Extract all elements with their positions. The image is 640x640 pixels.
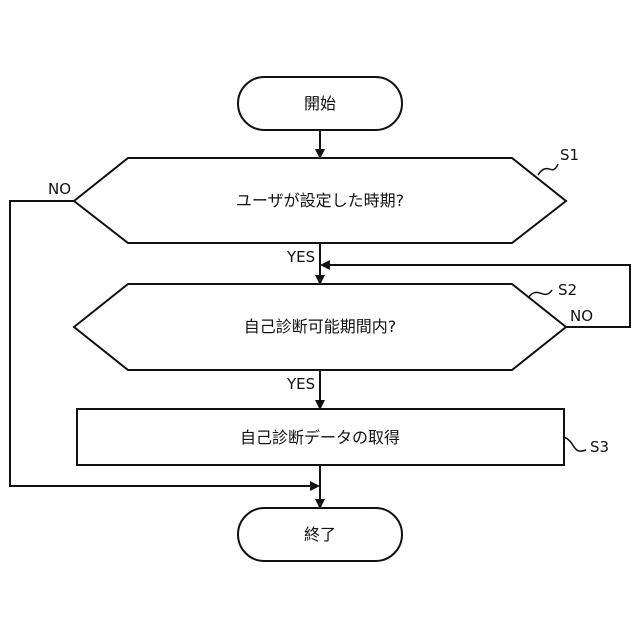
start-label: 開始 bbox=[304, 94, 336, 113]
decision1-node: ユーザが設定した時期? bbox=[74, 158, 566, 243]
yes-label-1: YES bbox=[286, 248, 315, 266]
no-label-1: NO bbox=[48, 180, 71, 198]
step-label-s1: S1 bbox=[560, 146, 579, 164]
start-node: 開始 bbox=[238, 77, 402, 130]
s1-leader bbox=[538, 164, 558, 175]
end-label: 終了 bbox=[304, 525, 336, 544]
step-label-s3: S3 bbox=[590, 438, 609, 456]
process-label: 自己診断データの取得 bbox=[240, 428, 400, 447]
yes-label-2: YES bbox=[286, 375, 315, 393]
end-node: 終了 bbox=[238, 508, 402, 561]
s2-leader bbox=[528, 290, 552, 298]
step-label-s2: S2 bbox=[558, 281, 577, 299]
s3-leader bbox=[564, 437, 586, 451]
no-label-2: NO bbox=[570, 307, 593, 325]
decision1-label: ユーザが設定した時期? bbox=[236, 191, 404, 210]
decision2-node: 自己診断可能期間内? bbox=[74, 284, 566, 370]
process-node: 自己診断データの取得 bbox=[77, 409, 564, 465]
decision2-label: 自己診断可能期間内? bbox=[244, 317, 397, 336]
